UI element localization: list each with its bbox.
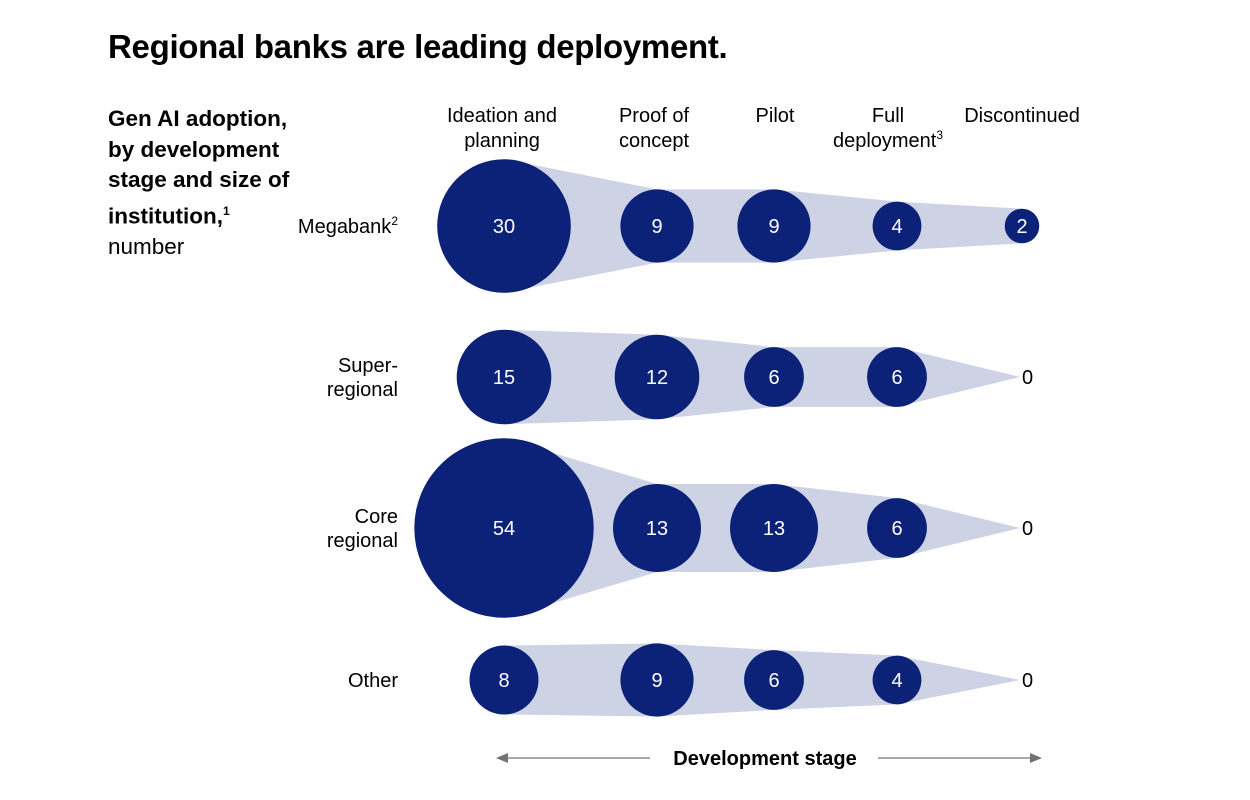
bubble <box>867 347 927 407</box>
zero-value: 0 <box>1022 367 1033 389</box>
bubble-value: 4 <box>891 670 902 692</box>
bubble-value: 4 <box>891 216 902 238</box>
bubbles: 30 9 9 4 2 15 12 6 6 0 54 13 13 6 0 8 9 6 4 0 <box>414 159 1040 717</box>
zero-value: 0 <box>1022 518 1033 540</box>
row-label: regional <box>327 379 398 401</box>
bubble <box>1004 208 1040 244</box>
bubble-value: 9 <box>651 216 662 238</box>
bubble <box>620 643 694 717</box>
stage-header: planning <box>464 130 540 152</box>
bubble-value: 9 <box>768 216 779 238</box>
bubble <box>456 329 552 425</box>
bubble-value: 8 <box>498 670 509 692</box>
footnote-strip <box>108 795 1250 800</box>
x-axis-label: Development stage <box>673 748 856 770</box>
row-label: Other <box>348 670 398 692</box>
stage-header: concept <box>619 130 689 152</box>
bubble-value: 30 <box>493 216 515 238</box>
bubble <box>469 645 539 715</box>
bubble-value: 15 <box>493 367 515 389</box>
bubble <box>620 189 694 263</box>
bubble <box>730 484 818 572</box>
row-label: Super- <box>338 355 398 377</box>
row-label-footnote: 2 <box>391 214 398 228</box>
subtitle-bold: Gen AI adoption, by development stage an… <box>108 106 290 228</box>
bubble <box>872 655 922 705</box>
subtitle-footnote-mark: 1 <box>222 203 230 218</box>
chart-title: Regional banks are leading deployment. <box>108 28 728 65</box>
bubble-value: 9 <box>651 670 662 692</box>
bubble-value: 6 <box>891 518 902 540</box>
chart-subtitle: Gen AI adoption, by development stage an… <box>108 104 298 262</box>
stage-header: Discontinued <box>964 105 1080 127</box>
subtitle-unit: number <box>108 233 185 259</box>
bubble <box>613 484 701 572</box>
row-label: Megabank2 <box>298 214 398 238</box>
zero-value: 0 <box>1022 670 1033 692</box>
bubble-value: 2 <box>1016 216 1027 238</box>
stage-header: Pilot <box>756 105 795 127</box>
bubble <box>744 650 804 710</box>
bubble-value: 6 <box>768 670 779 692</box>
bubble <box>737 189 811 263</box>
stage-header: Proof of <box>619 105 689 127</box>
bubble <box>414 438 594 618</box>
bubble-value: 54 <box>493 518 515 540</box>
row-label: regional <box>327 530 398 552</box>
bubble-value: 13 <box>763 518 785 540</box>
bubble-value: 6 <box>891 367 902 389</box>
bubble <box>872 201 922 251</box>
axis-arrowhead-right <box>1030 753 1042 763</box>
bubble <box>614 334 700 420</box>
stage-header: Ideation and <box>447 105 557 127</box>
bubble <box>744 347 804 407</box>
axis-arrowhead-left <box>496 753 508 763</box>
stage-header: Full <box>872 105 904 127</box>
bubble-value: 6 <box>768 367 779 389</box>
bubble <box>867 498 927 558</box>
bubble-value: 12 <box>646 367 668 389</box>
stage-header: deployment3 <box>833 128 943 152</box>
bubble <box>437 159 571 293</box>
bubble-value: 13 <box>646 518 668 540</box>
stage-header-footnote: 3 <box>936 128 943 142</box>
row-label: Core <box>355 506 398 528</box>
